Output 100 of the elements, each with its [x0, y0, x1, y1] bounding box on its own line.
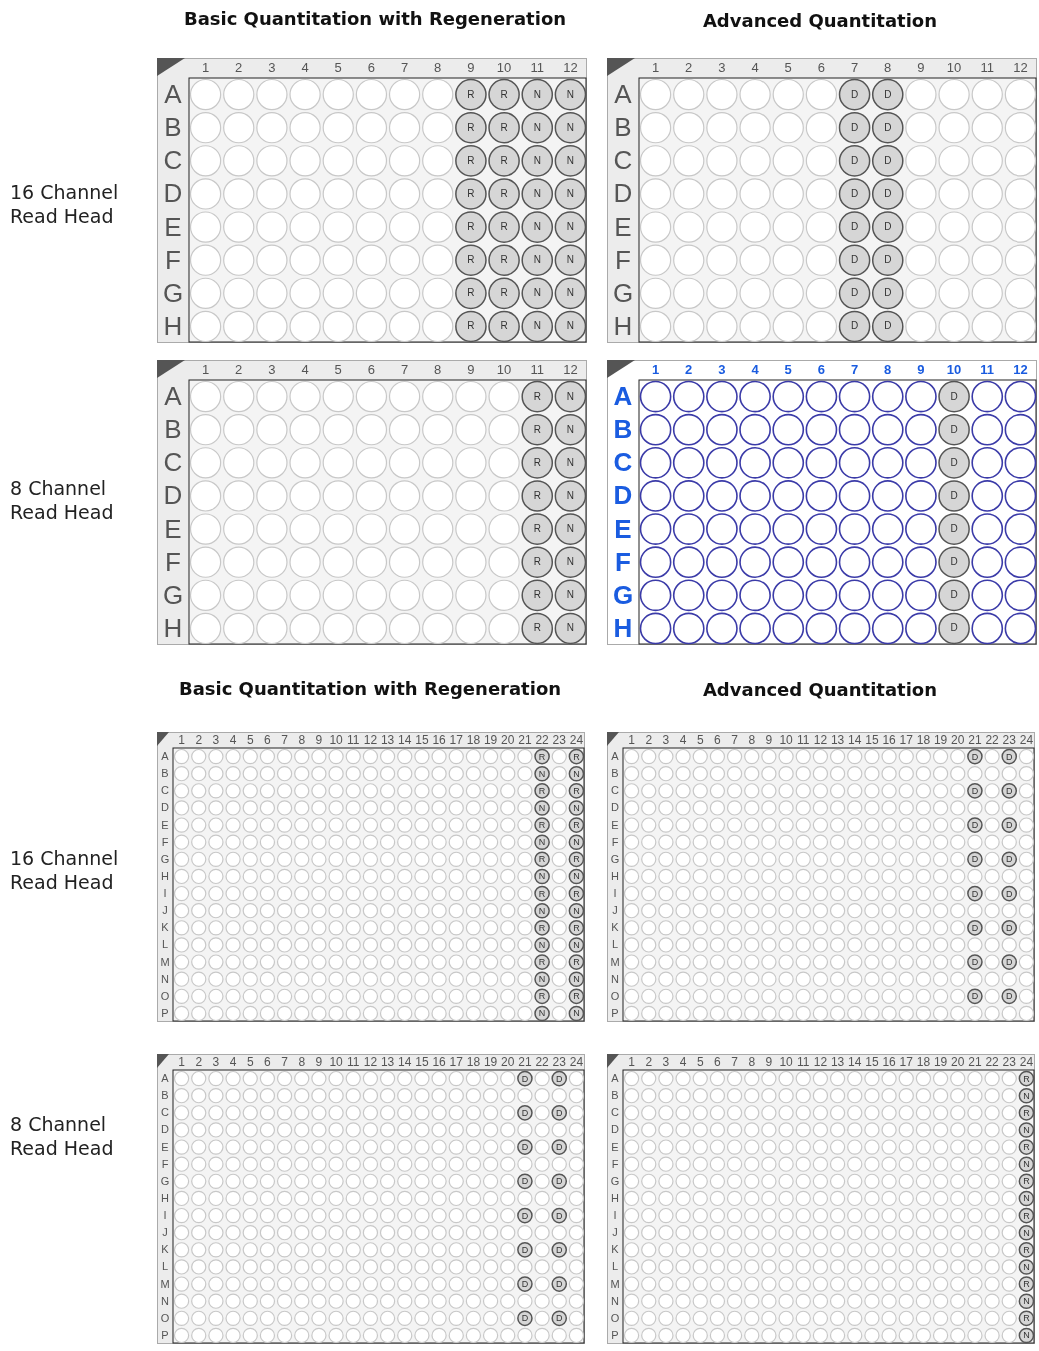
column-number: 7	[849, 361, 860, 379]
column-number: 18	[915, 1054, 932, 1070]
column-number: 20	[500, 732, 516, 748]
column-number: 20	[950, 1054, 966, 1070]
column-number: 9	[466, 361, 476, 379]
row-letter: E	[610, 1139, 620, 1155]
well-label: D	[849, 87, 860, 102]
well-label: R	[572, 990, 581, 1004]
row-letter: J	[161, 1225, 169, 1241]
column-number: 8	[433, 361, 443, 379]
column-number: 4	[228, 1054, 238, 1070]
well-label: D	[949, 422, 959, 437]
column-number: 4	[678, 732, 688, 748]
row-letter: P	[160, 1005, 170, 1021]
row-letter: N	[610, 1293, 620, 1309]
well-label: N	[1022, 1123, 1031, 1137]
well-label: N	[565, 455, 575, 470]
row-letter: N	[160, 1293, 170, 1309]
column-number: 7	[399, 59, 410, 77]
well-label: N	[1022, 1226, 1031, 1240]
row-letter: K	[160, 920, 170, 936]
well-label: N	[565, 153, 575, 168]
channel-label: 16 Channel Read Head	[10, 846, 120, 894]
well-label: R	[466, 153, 476, 168]
column-number: 4	[678, 1054, 688, 1070]
column-number: 5	[695, 1054, 705, 1070]
column-number: 6	[816, 59, 826, 77]
row-letter: F	[614, 545, 632, 579]
channel-label: 16 Channel Read Head	[10, 180, 120, 228]
row-letter: G	[161, 276, 185, 310]
channel-label: 8 Channel Read Head	[10, 1112, 115, 1160]
row-letter: M	[159, 954, 171, 970]
well-label: R	[1022, 1175, 1031, 1189]
row-letter: D	[160, 800, 170, 816]
row-letter: J	[161, 903, 169, 919]
column-number: 14	[397, 732, 413, 748]
well-label: R	[1022, 1243, 1031, 1257]
well-label: D	[849, 319, 860, 334]
row-letter: F	[610, 834, 620, 850]
row-letter: B	[610, 766, 620, 782]
column-number: 1	[177, 732, 186, 748]
row-letter: G	[159, 1173, 171, 1189]
row-letter: A	[612, 380, 634, 413]
column-number: 11	[796, 1054, 811, 1070]
column-number: 8	[297, 1054, 307, 1070]
row-letter: E	[610, 817, 620, 833]
well-label: N	[565, 389, 575, 404]
row-letter: C	[612, 144, 634, 178]
row-letter: E	[613, 512, 633, 546]
well-label: N	[565, 522, 575, 536]
row-letter: A	[160, 1071, 170, 1086]
column-number: 2	[194, 732, 204, 748]
well-label: R	[537, 819, 547, 832]
row-letter: F	[164, 545, 182, 579]
row-letter: B	[613, 111, 633, 145]
column-number: 5	[333, 59, 343, 77]
column-number: 4	[228, 732, 238, 748]
well-label: N	[565, 422, 575, 437]
column-number: 2	[234, 361, 244, 379]
column-number: 2	[234, 59, 244, 77]
well-label: R	[466, 253, 476, 268]
column-number: 4	[750, 361, 760, 379]
row-letter: O	[609, 988, 621, 1004]
column-number: 12	[1012, 59, 1029, 77]
column-number: 18	[465, 732, 482, 748]
well-label: R	[537, 750, 547, 764]
row-letter: A	[163, 380, 183, 413]
well-label: N	[1022, 1260, 1031, 1274]
well-label: D	[970, 853, 980, 867]
row-letter: F	[160, 1156, 170, 1172]
well-label: D	[949, 621, 959, 636]
well-label: D	[555, 1106, 564, 1120]
section-heading: Advanced Quantitation	[701, 679, 939, 700]
column-number: 1	[650, 361, 661, 379]
row-letter: O	[609, 1310, 621, 1326]
column-number: 10	[495, 361, 513, 379]
well-label: D	[520, 1243, 530, 1257]
column-number: 12	[562, 59, 579, 77]
column-number: 11	[529, 59, 545, 77]
column-number: 10	[945, 361, 963, 379]
column-number: 11	[529, 361, 545, 379]
well-label: R	[1022, 1106, 1031, 1120]
column-number: 7	[399, 361, 410, 379]
column-number: 8	[883, 361, 893, 379]
row-letter: L	[160, 1259, 170, 1275]
column-number: 9	[314, 732, 324, 748]
column-number: 11	[979, 361, 996, 379]
column-number: 9	[314, 1054, 324, 1070]
row-letter: A	[163, 78, 183, 111]
well-label: N	[572, 767, 581, 781]
column-number: 24	[568, 1054, 585, 1070]
column-number: 10	[328, 1054, 344, 1070]
well-label: D	[970, 990, 980, 1004]
well-label: R	[499, 319, 509, 334]
column-number: 8	[433, 59, 443, 77]
well-label: R	[1022, 1072, 1031, 1086]
well-label: N	[532, 220, 542, 234]
well-label: D	[555, 1278, 564, 1291]
column-number: 2	[644, 1054, 654, 1070]
well-label: R	[532, 621, 542, 636]
